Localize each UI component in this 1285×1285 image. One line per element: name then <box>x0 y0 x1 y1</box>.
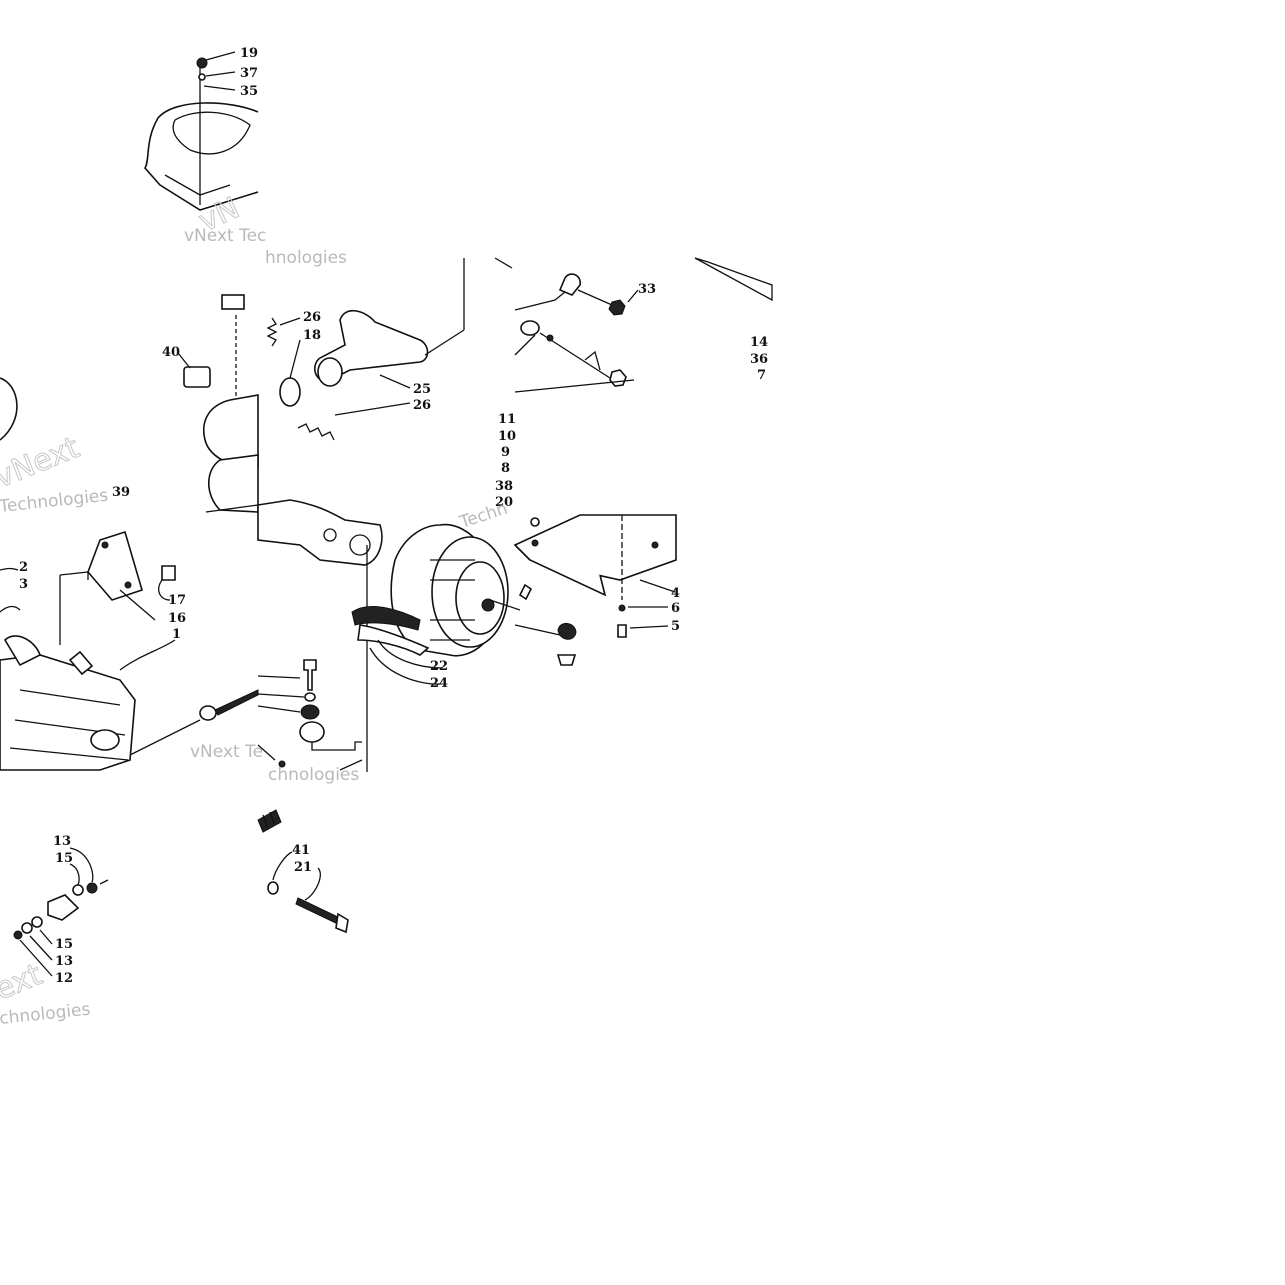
label-11: 11 <box>498 412 516 427</box>
label-3: 3 <box>19 577 28 592</box>
clip-bracket <box>558 273 581 296</box>
label-25: 25 <box>413 382 431 397</box>
bracket-top <box>221 294 245 310</box>
isolator-nut <box>557 623 577 640</box>
label-10: 10 <box>498 429 516 444</box>
washer-37 <box>198 73 206 81</box>
label-19: 19 <box>240 46 258 61</box>
tile-engine-mount <box>257 659 363 771</box>
crankcase-front <box>257 499 383 566</box>
label-15: 15 <box>55 937 73 952</box>
label-26: 26 <box>303 310 321 325</box>
label-15: 15 <box>55 851 73 866</box>
tile-small-hardware <box>13 847 109 977</box>
label-8: 8 <box>501 461 510 476</box>
bolt-long <box>214 689 259 716</box>
fuel-pump-cover-16 <box>87 530 143 601</box>
tile-long-bolt <box>257 809 349 934</box>
tile-drive-clutch <box>351 514 677 772</box>
label-14: 14 <box>750 335 768 350</box>
label-33: 33 <box>638 282 656 297</box>
label-36: 36 <box>750 352 768 367</box>
drive-belt-24 <box>351 606 421 631</box>
label-22: 22 <box>430 659 448 674</box>
mount-plate-4 <box>513 514 677 581</box>
label-20: 20 <box>495 495 513 510</box>
cylinder-head-1 <box>0 654 136 771</box>
tile-exhaust-manifold <box>177 258 465 566</box>
label-1: 1 <box>172 627 181 642</box>
label-26: 26 <box>413 398 431 413</box>
bolt-mount <box>303 659 317 691</box>
label-9: 9 <box>501 445 510 460</box>
rubber-mount <box>299 721 325 743</box>
label-13: 13 <box>55 954 73 969</box>
air-silencer-edge <box>0 377 18 441</box>
tile-intake-boot <box>144 51 259 211</box>
label-38: 38 <box>495 479 513 494</box>
label-40: 40 <box>162 345 180 360</box>
spring-26 <box>266 317 278 347</box>
label-39: 39 <box>112 485 130 500</box>
nut-hex <box>609 369 627 387</box>
label-37: 37 <box>240 66 258 81</box>
label-5: 5 <box>671 619 680 634</box>
nut-33 <box>608 299 626 316</box>
isolator-40 <box>183 366 211 388</box>
screw-19 <box>196 57 208 69</box>
label-24: 24 <box>430 676 448 691</box>
watermark-text: vNext Tec <box>184 226 266 246</box>
gasket-18 <box>279 377 301 407</box>
label-21: 21 <box>294 860 312 875</box>
label-17: 17 <box>168 593 186 608</box>
spring-26 <box>297 423 335 441</box>
label-13: 13 <box>53 834 71 849</box>
label-2: 2 <box>19 560 28 575</box>
label-16: 16 <box>168 611 186 626</box>
watermark-text: chnologies <box>268 765 359 785</box>
fuel-fitting <box>68 650 94 676</box>
exhaust-manifold-25 <box>314 310 429 382</box>
tile-mount-hardware <box>494 257 773 393</box>
clip-17 <box>161 565 176 581</box>
watermark-text: vNext <box>0 430 84 495</box>
label-35: 35 <box>240 84 258 99</box>
watermark-text: ext <box>0 957 47 1007</box>
label-7: 7 <box>757 368 766 383</box>
bracket-small <box>47 894 80 921</box>
cable-end <box>257 809 282 833</box>
watermark-text: Techn <box>456 499 510 533</box>
washer-41 <box>267 881 279 895</box>
label-18: 18 <box>303 328 321 343</box>
label-4: 4 <box>671 586 680 601</box>
tile-engine-block <box>0 377 259 771</box>
label-12: 12 <box>55 971 73 986</box>
watermark-text: chnologies <box>0 1000 91 1029</box>
watermark-text: hnologies <box>265 248 347 268</box>
watermark-text: Technologies <box>0 486 109 517</box>
label-41: 41 <box>292 843 310 858</box>
bolt-21 <box>295 897 341 925</box>
label-6: 6 <box>671 601 680 616</box>
watermark-text: vNext Te <box>190 742 263 762</box>
